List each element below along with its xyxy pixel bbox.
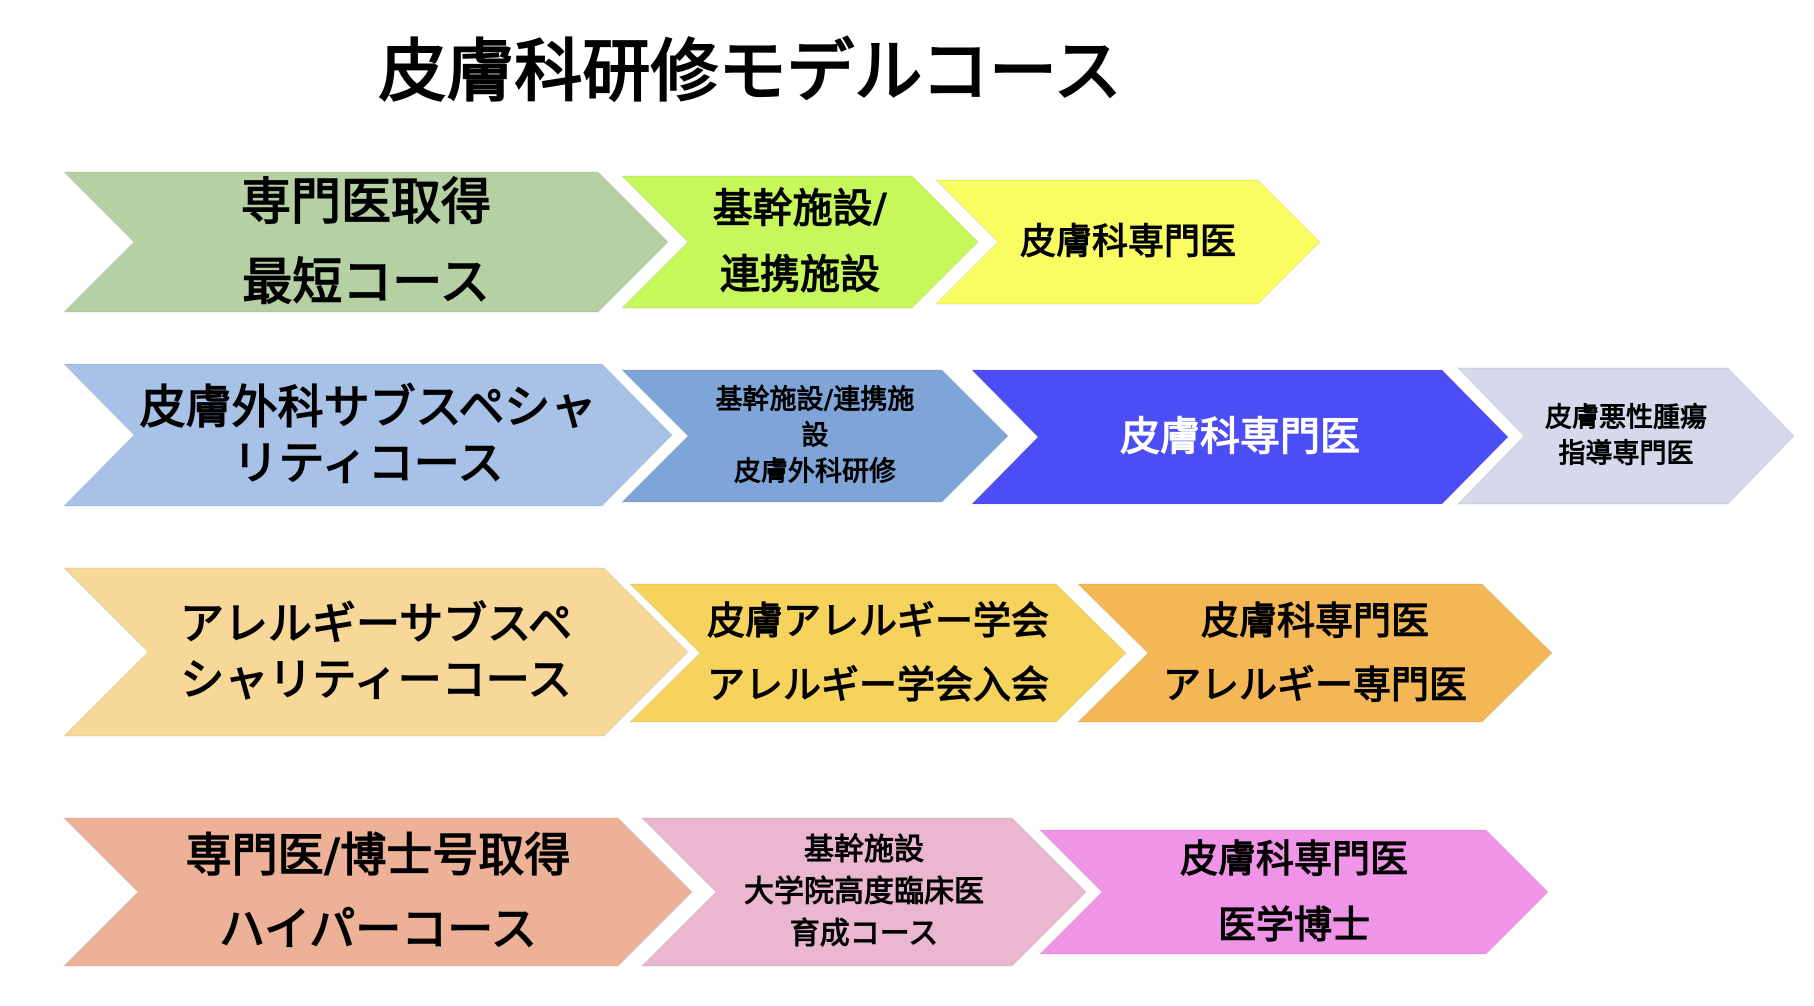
arrow-label-3-1-2: シャリティーコース xyxy=(180,655,571,706)
arrow-label-1-2-1: 基幹施設/ xyxy=(713,186,888,232)
arrow-label-1-3-1: 皮膚科専門医 xyxy=(1020,222,1236,263)
arrow-label-2-3-1: 皮膚科専門医 xyxy=(1120,414,1360,460)
chevron-arrow-1-2 xyxy=(620,175,979,309)
arrow-label-2-2-2: 設 xyxy=(802,420,830,452)
arrow-label-4-3-2: 医学博士 xyxy=(1218,903,1370,947)
chevron-arrow-4-1 xyxy=(62,817,693,967)
arrow-label-2-4-2: 指導専門医 xyxy=(1559,438,1694,470)
page-title: 皮膚科研修モデルコース xyxy=(378,33,1122,112)
arrow-label-1-2-2: 連携施設 xyxy=(720,252,880,298)
chevron-arrow-3-3 xyxy=(1076,583,1553,723)
arrow-label-1-1-1: 専門医取得 xyxy=(241,173,491,231)
chevron-arrow-4-3 xyxy=(1038,829,1549,955)
chevron-arrow-3-2 xyxy=(628,583,1127,723)
arrow-label-3-1-1: アレルギーサブスペ xyxy=(180,599,572,650)
arrow-label-4-3-1: 皮膚科専門医 xyxy=(1180,837,1408,881)
arrow-label-1-1-2: 最短コース xyxy=(242,253,490,311)
arrow-label-4-2-2: 大学院高度臨床医 xyxy=(744,875,984,910)
chevron-arrow-2-2 xyxy=(620,369,1009,503)
arrow-label-4-2-1: 基幹施設 xyxy=(804,833,924,868)
arrow-label-2-2-1: 基幹施設/連携施 xyxy=(716,384,915,416)
arrow-label-4-1-1: 専門医/博士号取得 xyxy=(186,828,571,882)
arrow-label-3-3-2: アレルギー専門医 xyxy=(1163,663,1467,707)
chevron-arrow-3-1 xyxy=(62,567,689,737)
arrow-label-3-3-1: 皮膚科専門医 xyxy=(1201,599,1429,643)
chevron-arrow-2-1 xyxy=(62,363,673,507)
arrow-label-4-1-2: ハイパーコース xyxy=(219,902,537,956)
chevron-arrow-1-3 xyxy=(934,179,1321,305)
arrow-label-2-4-1: 皮膚悪性腫瘍 xyxy=(1545,402,1707,434)
arrow-label-2-1-1: 皮膚外科サブスペシャ xyxy=(140,380,597,434)
arrow-label-2-2-3: 皮膚外科研修 xyxy=(734,457,897,488)
arrow-label-3-2-2: アレルギー学会入会 xyxy=(707,663,1049,707)
chevron-arrow-2-4 xyxy=(1456,367,1795,505)
arrow-label-2-1-2: リティコース xyxy=(233,436,504,490)
arrow-label-3-2-1: 皮膚アレルギー学会 xyxy=(707,599,1049,643)
chevron-arrow-1-1 xyxy=(62,171,669,313)
chevron-arrow-2-3 xyxy=(970,369,1509,505)
arrow-label-4-2-3: 育成コース xyxy=(790,917,939,952)
chevron-arrow-4-2 xyxy=(640,817,1087,967)
